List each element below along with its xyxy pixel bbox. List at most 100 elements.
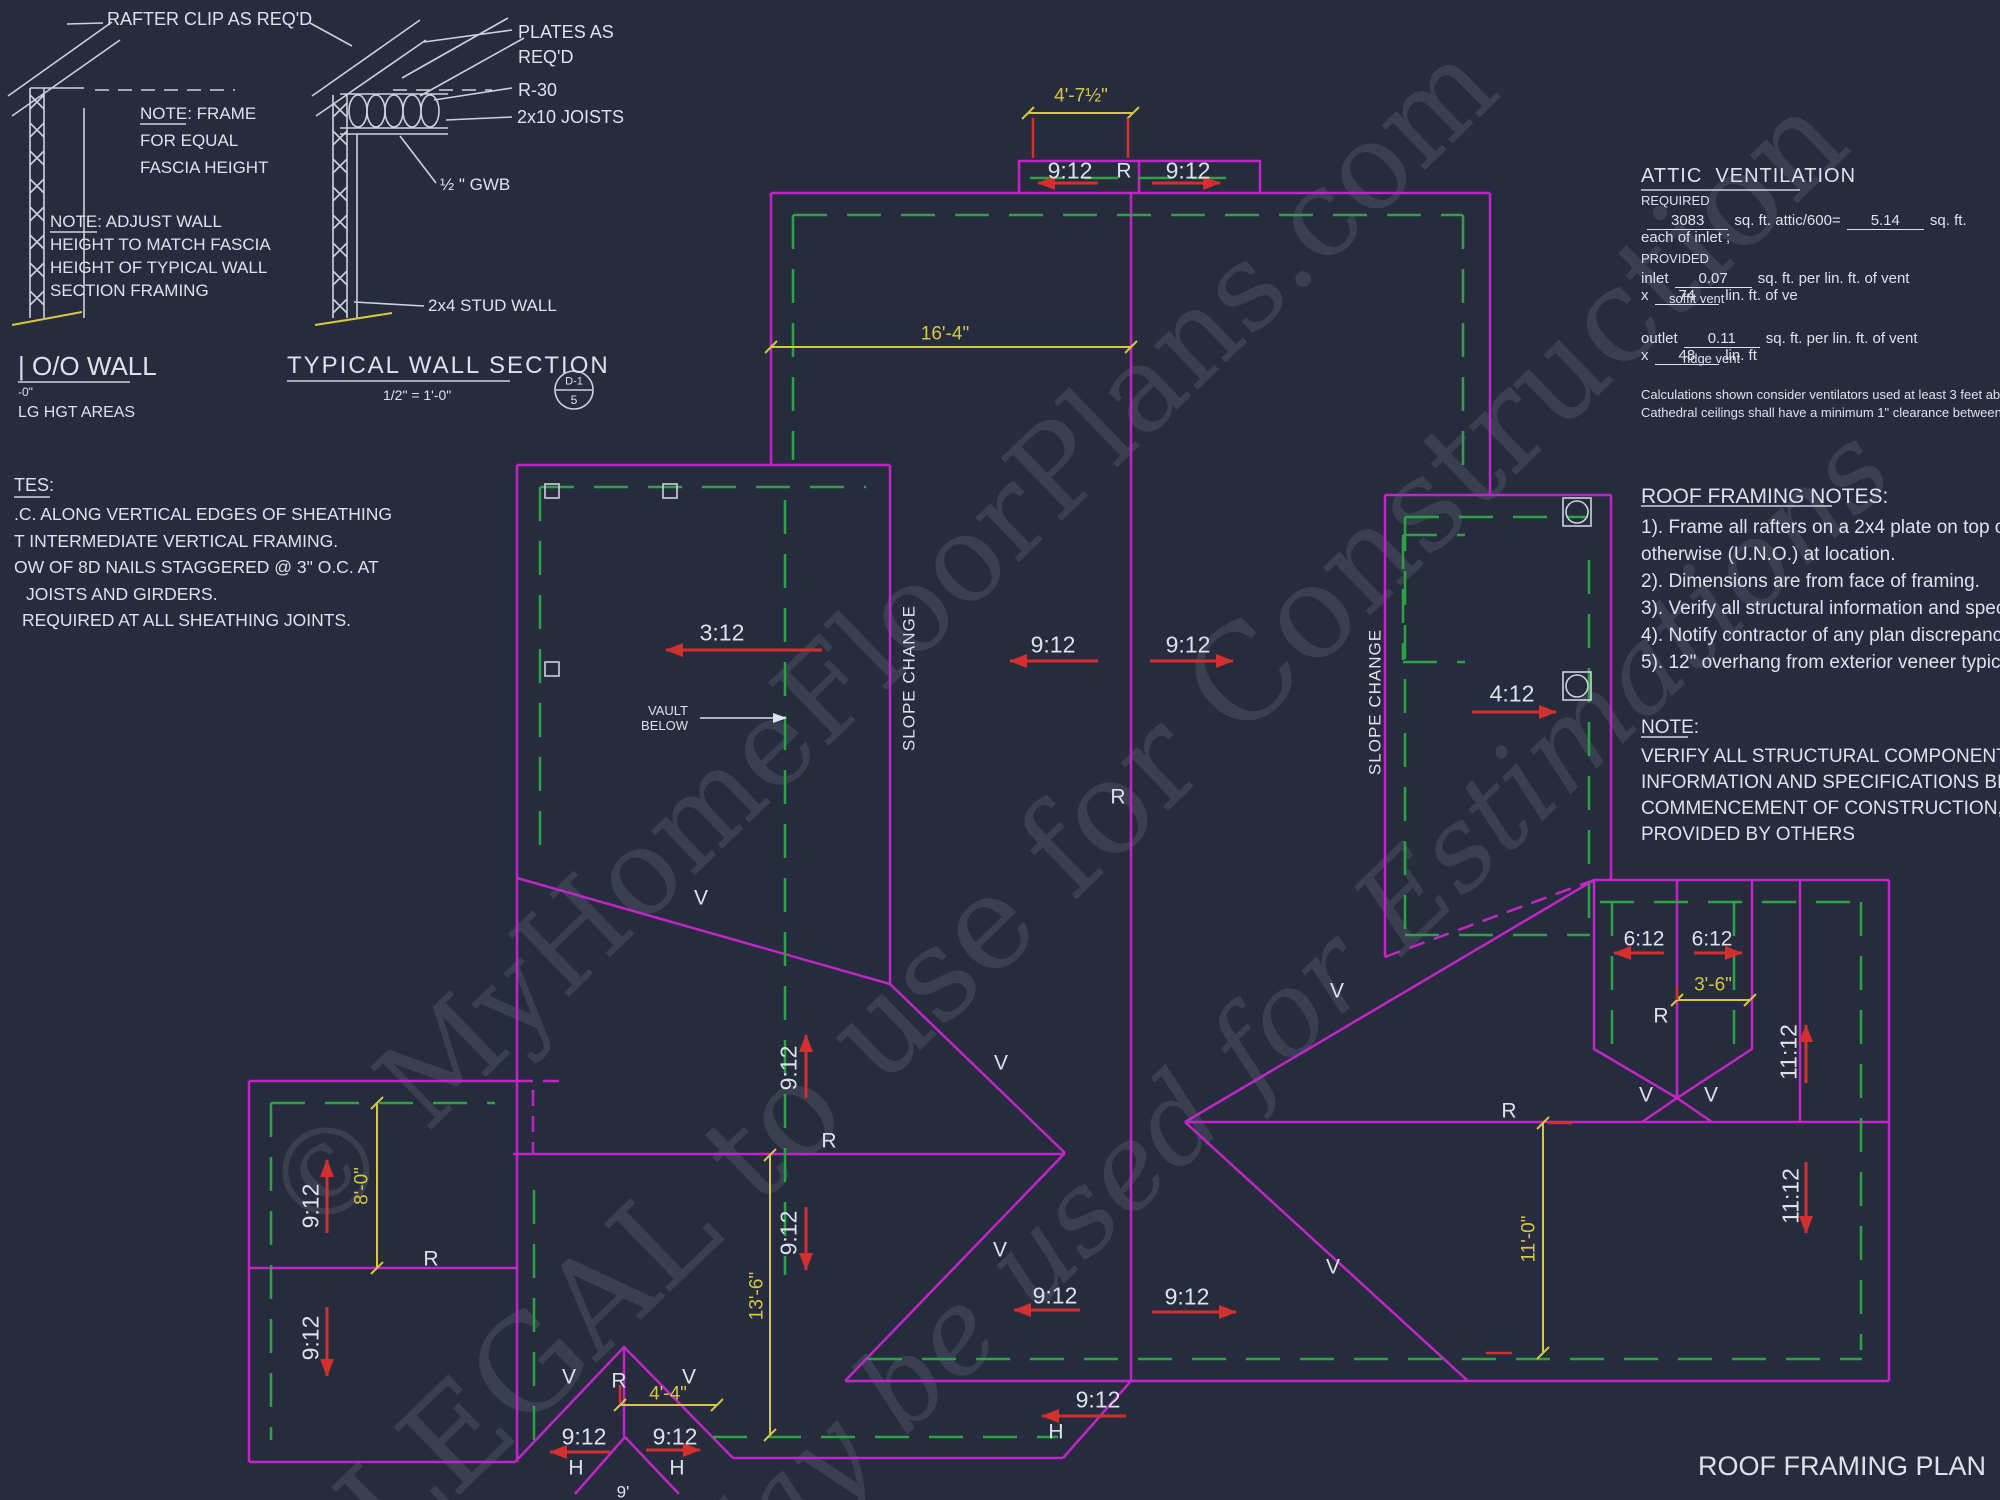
valley-label: V xyxy=(681,1365,697,1389)
slope-label: 9:12 xyxy=(1164,1283,1210,1310)
dim-label-right: 11'-0" xyxy=(1518,1215,1540,1263)
sheathing-note-line: T INTERMEDIATE VERTICAL FRAMING. xyxy=(14,530,339,551)
roof-framing-note-line: 5). 12" overhang from exterior veneer ty… xyxy=(1641,652,2000,673)
section-scale: 1/2" = 1'-0" xyxy=(383,387,452,403)
slope-label: 9:12 xyxy=(1165,157,1211,184)
plates-label-line: PLATES AS xyxy=(518,22,614,42)
dim-label-bottom: 4'-4" xyxy=(649,1383,687,1405)
oo-wall-note: LG HGT AREAS xyxy=(18,404,136,421)
attic-inlet-value: 0.07 xyxy=(1674,270,1752,288)
sheet-title: ROOF FRAMING PLAN xyxy=(1698,1451,1987,1481)
slope-label: 9:12 xyxy=(1047,157,1093,184)
attic-outlet-mid: sq. ft. per lin. ft. of vent x xyxy=(1641,330,1918,364)
attic-calc-note-1: Calculations shown consider ventilators … xyxy=(1641,387,2000,402)
slope-label: 11:12 xyxy=(1777,1168,1804,1224)
dim-label-top: 4'-7½" xyxy=(1054,85,1108,107)
attic-required-label: REQUIRED xyxy=(1641,193,1710,208)
sheathing-note-line: OW OF 8D NAILS STAGGERED @ 3" O.C. AT xyxy=(14,557,379,577)
sheathing-note-line: REQUIRED AT ALL SHEATHING JOINTS. xyxy=(22,610,352,630)
slope-label: 9:12 xyxy=(775,1210,802,1256)
r30-label: R-30 xyxy=(518,80,558,100)
roof-framing-note-line: 3). Verify all structural information an… xyxy=(1641,598,2000,619)
slope-label: 9:12 xyxy=(297,1183,324,1229)
sheathing-notes: .C. ALONG VERTICAL EDGES OF SHEATHING T … xyxy=(14,501,392,634)
attic-outlet-qty: 48 xyxy=(1654,347,1720,365)
slope-label: 6:12 xyxy=(1691,927,1733,951)
insulation-coils-icon xyxy=(348,94,440,128)
sheathing-note-line: .C. ALONG VERTICAL EDGES OF SHEATHING xyxy=(14,504,392,524)
attic-outlet-suffix: lin. ft xyxy=(1725,347,1757,364)
slope-arrows-red xyxy=(320,118,1813,1459)
valley-label: V xyxy=(1703,1083,1719,1107)
roof-framing-notes: 1). Frame all rafters on a 2x4 plate on … xyxy=(1641,514,2000,676)
attic-ventilation-heading: ATTIC VENTILATION xyxy=(1641,165,1857,187)
slope-change-label: SLOPE CHANGE xyxy=(899,604,919,752)
dim-label-gable: 3'-6" xyxy=(1694,974,1732,996)
attic-inlet-note: soffit vent xyxy=(1669,291,1725,306)
valley-label: V xyxy=(992,1238,1008,1262)
valley-label: V xyxy=(1638,1083,1654,1107)
slope-label: 11:12 xyxy=(1775,1024,1802,1080)
oo-wall-sub: -0" xyxy=(18,385,33,399)
roof-framing-note-line: otherwise (U.N.O.) at location. xyxy=(1641,544,1896,565)
note-frame-line: NOTE: FRAME xyxy=(140,104,257,123)
note-adjust-line: SECTION FRAMING xyxy=(50,281,209,300)
detail-bubble-icon xyxy=(554,370,594,410)
note-frame-line: FASCIA HEIGHT xyxy=(140,158,269,177)
oo-wall-title: | O/O WALL xyxy=(18,351,157,381)
note-block-heading: NOTE: xyxy=(1641,717,1700,738)
attic-inlet-prefix: inlet xyxy=(1641,270,1669,287)
ridge-label: R xyxy=(1501,1099,1517,1123)
ridge-label: R xyxy=(611,1369,627,1393)
attic-outlet-note: ridge vent xyxy=(1683,351,1741,366)
note-adjust-line: NOTE: ADJUST WALL xyxy=(50,212,222,231)
slope-label: 3:12 xyxy=(699,619,745,646)
vault-label-line: BELOW xyxy=(641,718,688,733)
attic-required-value: 3083 xyxy=(1647,212,1729,230)
detail-bubble-bottom-text: 5 xyxy=(570,393,578,407)
slope-label: 9:12 xyxy=(1075,1386,1121,1413)
dim-label-center: 16'-4" xyxy=(920,323,970,345)
note-block-line: VERIFY ALL STRUCTURAL COMPONENTS, xyxy=(1641,746,2000,767)
note-adjust: NOTE: ADJUST WALL HEIGHT TO MATCH FASCIA… xyxy=(50,210,271,302)
slope-change-label: SLOPE CHANGE xyxy=(1365,628,1385,776)
slope-label: 6:12 xyxy=(1623,927,1665,951)
roof-outline-magenta xyxy=(247,159,1891,1495)
attic-provided-label: PROVIDED xyxy=(1641,251,1709,266)
valley-label: V xyxy=(693,886,709,910)
ridge-label: R xyxy=(423,1247,439,1271)
roof-framing-note-line: 2). Dimensions are from face of framing. xyxy=(1641,571,1980,592)
roof-framing-note-line: 4). Notify contractor of any plan discre… xyxy=(1641,625,2000,646)
dim-label-left: 8'-0" xyxy=(351,1167,373,1205)
note-adjust-line: HEIGHT OF TYPICAL WALL xyxy=(50,258,268,277)
valley-label: V xyxy=(1325,1255,1341,1279)
slope-label: 9:12 xyxy=(652,1423,698,1450)
wall-section-linework xyxy=(7,17,1832,738)
note-block: VERIFY ALL STRUCTURAL COMPONENTS, INFORM… xyxy=(1641,744,2000,848)
valley-label: V xyxy=(993,1051,1009,1075)
skylight-symbols xyxy=(544,483,678,677)
ridge-label: R xyxy=(1116,159,1132,183)
attic-outlet-prefix: outlet xyxy=(1641,330,1678,347)
slope-label: 9:12 xyxy=(1032,1282,1078,1309)
detail-bubble-top-text: D-1 xyxy=(565,375,583,388)
sheathing-notes-heading: TES: xyxy=(14,475,55,495)
ridge-label: R xyxy=(1110,785,1126,809)
ridge-label: R xyxy=(821,1129,837,1153)
roof-framing-notes-heading: ROOF FRAMING NOTES: xyxy=(1641,485,1889,508)
note-block-line: PROVIDED BY OTHERS xyxy=(1641,824,1855,845)
attic-calc-note-2: Cathedral ceilings shall have a minimum … xyxy=(1641,405,2000,420)
slope-label: 9:12 xyxy=(1165,631,1211,658)
gwb-label: ½ " GWB xyxy=(440,175,511,194)
slope-label: 9:12 xyxy=(561,1423,607,1450)
vault-label-line: VAULT xyxy=(648,703,688,718)
attic-inlet-mid: sq. ft. per lin. ft. of vent x xyxy=(1641,270,1910,304)
plates-label-line: REQ'D xyxy=(518,47,574,67)
sheathing-note-line: JOISTS AND GIRDERS. xyxy=(26,583,218,604)
dimension-lines-yellow xyxy=(11,106,1757,1442)
slope-label: 9:12 xyxy=(297,1315,324,1361)
